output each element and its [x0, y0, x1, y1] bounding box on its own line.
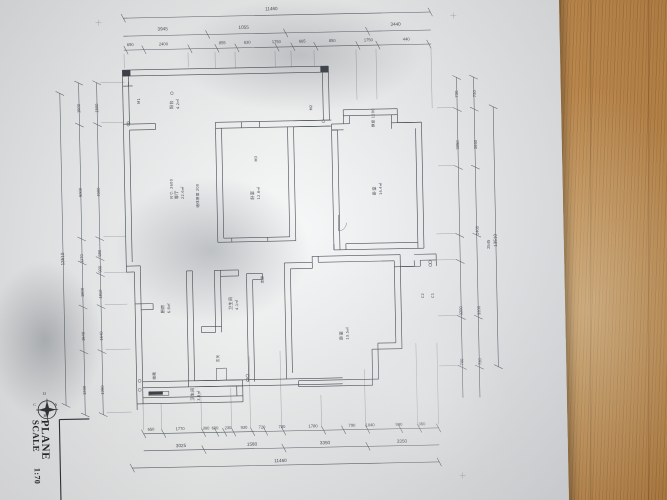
- dim-bot-r2-3: 3350: [396, 438, 408, 444]
- room-label-bathroom-2: 卫生间: [189, 387, 195, 401]
- dim-top-r3-3: 630: [243, 39, 251, 45]
- dim-bot-r2-1: 1580: [246, 441, 258, 447]
- dim-bot-r1-11: 990: [395, 421, 403, 427]
- room-label-storage: 储藏: [152, 371, 157, 380]
- dim-right-b-4: 720: [477, 358, 483, 366]
- dim-left-a-0: 1500: [76, 103, 82, 114]
- dim-left-a-4: 1640: [80, 331, 86, 342]
- dim-left-a-1: 6000: [77, 187, 83, 198]
- dim-bot-r1-2: 300: [202, 425, 210, 431]
- room-label-balcony-north: 阳台: [168, 100, 175, 110]
- dim-right-a-2: 3200: [458, 306, 464, 316]
- dim-top-r3-8: 440: [402, 36, 410, 42]
- dim-bot-r1-5: 930: [240, 424, 248, 430]
- door-tag-m3: M3: [254, 155, 259, 162]
- dim-bot-r1-1: 1770: [175, 426, 185, 432]
- dim-right-b-0: 720: [471, 90, 477, 98]
- room-area-bathroom-2: 3.6㎡: [196, 390, 201, 401]
- floor-plank-seam: [590, 0, 592, 500]
- dim-top-r2-2: 3440: [390, 21, 401, 27]
- dim-right-overall: 13510: [492, 233, 498, 247]
- dim-top-r2-1: 1055: [238, 24, 249, 30]
- room-label-bathroom-1: 卫生间: [227, 296, 234, 311]
- dim-top-r3-4: 1750: [271, 39, 281, 45]
- wall-thickness-note: 墙体厚度 200: [195, 183, 201, 208]
- room-label-kitchen: 厨房: [160, 304, 166, 314]
- dim-right-a-0: 720: [453, 90, 459, 98]
- dim-left-a-3: 1800: [79, 287, 85, 298]
- dim-bot-r1-8: 1780: [308, 423, 318, 429]
- room-area-bedroom-1: 12.8㎡: [256, 186, 261, 200]
- dim-right-a-3: 700: [459, 358, 465, 366]
- dim-left-b-5: 1640: [98, 331, 104, 341]
- dim-left-b-6: 1290: [99, 385, 105, 395]
- scale-label: SCALE: [30, 419, 42, 453]
- window-tag-c1: C1: [430, 292, 435, 299]
- dim-top-r3-6: 850: [328, 37, 336, 44]
- dim-right-b-2: 1400: [474, 225, 480, 236]
- room-note-bedroom-2: 飘窗 1200: [371, 108, 376, 128]
- dim-left-b-0: 1500: [94, 103, 100, 113]
- dim-bot-r1-4: 230: [224, 425, 232, 431]
- door-tag-m2: M2: [309, 104, 314, 111]
- dim-bot-r1-0: 650: [147, 426, 155, 432]
- room-label-living-room: 客厅: [173, 190, 179, 200]
- dim-top-r3-5: 665: [298, 38, 306, 44]
- room-label-hallway: 走廊: [260, 275, 265, 284]
- dim-left-b-4: 1810: [97, 289, 103, 299]
- dim-bot-r2-0: 3025: [175, 442, 187, 449]
- dim-top-r3-7: 1750: [363, 37, 373, 43]
- room-area-bathroom-1: 4.1㎡: [234, 299, 240, 310]
- dim-bot-r1-3: 600: [211, 425, 219, 431]
- dim-left-a-2: 1170: [79, 254, 85, 264]
- dim-bot-r1-7: 780: [278, 423, 286, 430]
- dim-top-r3-2: 855: [218, 40, 226, 46]
- dim-right-b-1: 3950: [472, 139, 479, 150]
- dim-left-b-2: 980: [96, 249, 103, 257]
- dim-bot-r1-9: 790: [348, 422, 356, 428]
- room-area-bedroom-2: 14.4㎡: [378, 182, 383, 196]
- dim-bot-r2-2: 3350: [319, 440, 331, 446]
- room-note-living-room: 尺寸: 2600: [169, 178, 174, 200]
- dim-top-r2-0: 3945: [157, 26, 168, 32]
- room-area-living-room: 22.6㎡: [180, 186, 185, 200]
- dim-bot-r1-10: 1040: [365, 422, 375, 428]
- dim-right-a-1: 3950: [454, 140, 461, 150]
- room-label-bedroom-1: 卧室: [249, 190, 255, 200]
- dim-left-a-5: 1290: [81, 385, 87, 396]
- compass-mark-a: A: [54, 401, 58, 407]
- dim-right-secondary: 2545: [485, 239, 492, 249]
- dim-right-b-3: 3200: [476, 305, 482, 316]
- room-area-kitchen: 6.8㎡: [167, 303, 172, 314]
- door-tag-m1: M1: [136, 98, 142, 104]
- dim-top-overall: 11460: [265, 6, 278, 12]
- window-tag-c2: C2: [420, 292, 425, 299]
- scale-ratio: 1:70: [32, 467, 42, 485]
- dim-left-b-1: 4900: [95, 187, 101, 197]
- room-area-bedroom-3: 13.5㎡: [345, 327, 350, 340]
- dim-bot-r1-6: 720: [258, 424, 266, 430]
- dim-bot-r1-12: 360: [418, 421, 426, 427]
- room-label-entry: 玄关: [216, 354, 221, 363]
- compass-rose-vector: [36, 398, 59, 421]
- compass-mark-d: D: [43, 390, 47, 396]
- room-label-bedroom-2: 卧室: [371, 186, 377, 196]
- room-area-balcony-north: 4.2㎡: [175, 98, 181, 110]
- compass-mark-c: C: [33, 401, 37, 408]
- dim-top-r3-1: 2400: [158, 41, 168, 47]
- room-label-bedroom-3: 卧室: [338, 331, 344, 340]
- compass-mark-b: B: [43, 412, 47, 418]
- dim-left-b-3: 900: [97, 265, 103, 273]
- dim-left-overall: 13510: [59, 252, 66, 266]
- dim-bot-overall: 11460: [274, 457, 287, 464]
- dim-top-r3-0: 690: [126, 41, 134, 48]
- floor-plank-seam: [648, 0, 650, 500]
